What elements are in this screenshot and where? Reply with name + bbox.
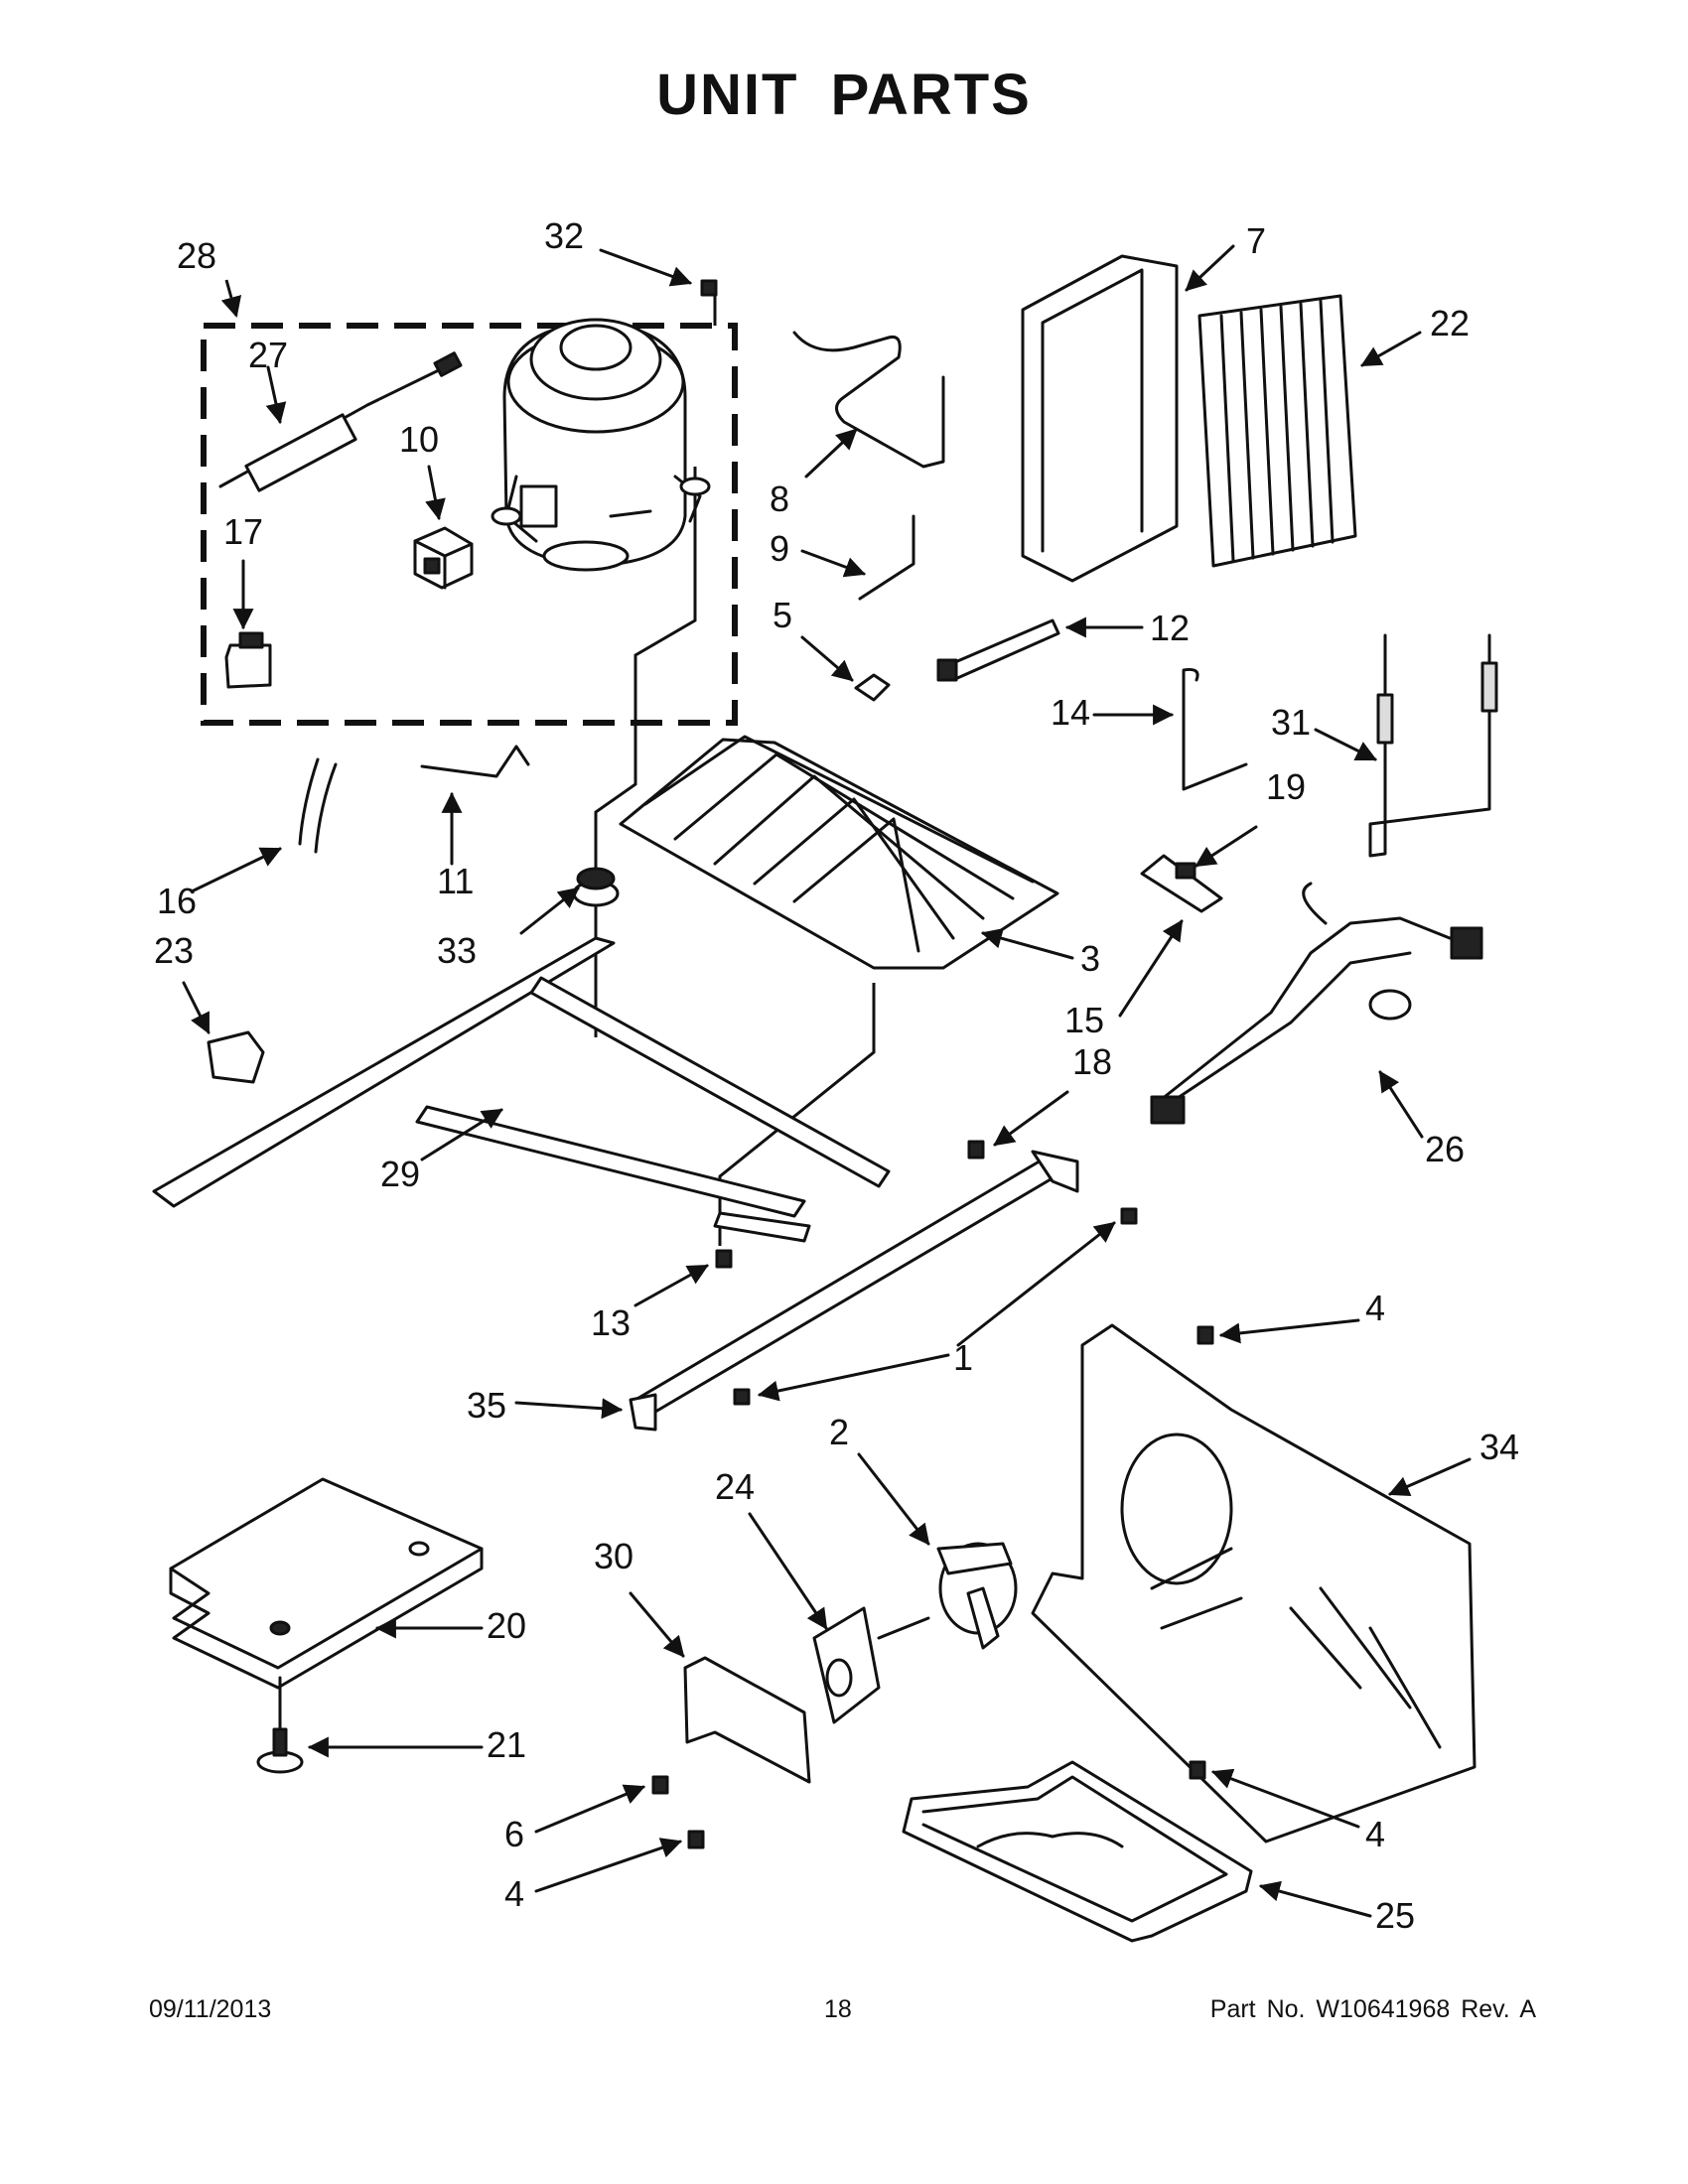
tube-9-part bbox=[800, 514, 915, 601]
footer-part-number: Part No. W10641968 Rev. A bbox=[1209, 1995, 1536, 2023]
motor-24-part bbox=[748, 1512, 930, 1724]
callout-8: 8 bbox=[770, 478, 789, 519]
callout-4-top: 4 bbox=[1365, 1288, 1385, 1328]
callout-34: 34 bbox=[1479, 1427, 1519, 1467]
callout-4-bottom-right: 4 bbox=[1365, 1814, 1385, 1854]
rail-1-part bbox=[514, 1150, 1138, 1432]
callout-14: 14 bbox=[1051, 692, 1090, 733]
screw-13-part bbox=[633, 1249, 733, 1307]
callout-2: 2 bbox=[829, 1412, 849, 1452]
callout-7: 7 bbox=[1246, 220, 1266, 261]
screw-21-part bbox=[256, 1676, 484, 1774]
callout-33: 33 bbox=[437, 930, 477, 971]
callout-6: 6 bbox=[504, 1814, 524, 1854]
tube-8-part bbox=[792, 331, 945, 478]
harness-26-part bbox=[1150, 882, 1483, 1139]
callout-30: 30 bbox=[594, 1536, 633, 1576]
screw-4-part bbox=[534, 1318, 1360, 1893]
callout-31: 31 bbox=[1271, 702, 1311, 743]
callout-5: 5 bbox=[773, 595, 792, 635]
relay-part bbox=[413, 465, 474, 590]
callout-20: 20 bbox=[487, 1605, 526, 1646]
tie-12-part bbox=[936, 616, 1144, 682]
tube-16-part bbox=[190, 757, 338, 893]
callout-10: 10 bbox=[399, 419, 439, 460]
callout-28: 28 bbox=[177, 235, 216, 276]
callout-15: 15 bbox=[1064, 1000, 1104, 1040]
bracket-15-part bbox=[1118, 825, 1258, 1018]
callout-11: 11 bbox=[437, 861, 474, 901]
callout-22: 22 bbox=[1430, 303, 1470, 343]
callout-35: 35 bbox=[467, 1385, 506, 1426]
compressor-part bbox=[491, 318, 711, 572]
bracket-30-part bbox=[629, 1591, 811, 1784]
callout-18: 18 bbox=[1072, 1041, 1112, 1082]
clip-5-part bbox=[800, 635, 891, 702]
grommet-33-part bbox=[519, 867, 620, 935]
screw-32-part bbox=[599, 248, 718, 297]
callout-3: 3 bbox=[1080, 938, 1100, 979]
callout-27: 27 bbox=[248, 335, 288, 375]
fan-blade-2-part bbox=[857, 1452, 1018, 1650]
callout-4-bottom-left: 4 bbox=[504, 1873, 524, 1914]
callout-25: 25 bbox=[1375, 1895, 1415, 1936]
callout-26: 26 bbox=[1425, 1129, 1465, 1169]
screw-18-part bbox=[967, 1090, 1069, 1160]
tube-31-part bbox=[1314, 633, 1498, 858]
plate-20-part bbox=[169, 1477, 484, 1690]
callout-24: 24 bbox=[715, 1466, 755, 1507]
overload-part bbox=[224, 559, 272, 689]
callout-32: 32 bbox=[544, 215, 584, 256]
shroud-34-part bbox=[1031, 1323, 1477, 1843]
bracket-23-part bbox=[182, 981, 265, 1084]
bracket-14-part bbox=[1092, 668, 1248, 791]
evaporator-22-part bbox=[1197, 294, 1422, 568]
footer-date: 09/11/2013 bbox=[149, 1995, 272, 2023]
callout-labels: 32 28 7 22 27 10 8 17 9 5 12 14 31 19 16… bbox=[154, 215, 1519, 1936]
condenser-3-part bbox=[619, 735, 1074, 970]
callout-13: 13 bbox=[591, 1302, 631, 1343]
drier-part bbox=[218, 351, 463, 492]
callout-19: 19 bbox=[1266, 766, 1306, 807]
drain-pan-25-part bbox=[902, 1760, 1372, 1943]
callout-23: 23 bbox=[154, 930, 194, 971]
callout-16: 16 bbox=[157, 881, 197, 921]
frame-29-part bbox=[152, 936, 891, 1243]
cover-7-part bbox=[1021, 244, 1235, 583]
callout-17: 17 bbox=[223, 511, 263, 552]
callout-12: 12 bbox=[1150, 608, 1190, 648]
screw-6-part bbox=[534, 1775, 669, 1834]
wire-11-part bbox=[420, 745, 530, 866]
footer-page-number: 18 bbox=[824, 1995, 852, 2023]
callout-21: 21 bbox=[487, 1724, 526, 1765]
assembly-connector-lines bbox=[594, 293, 876, 1246]
callout-29: 29 bbox=[380, 1154, 420, 1194]
callout-9: 9 bbox=[770, 528, 789, 569]
callout-1: 1 bbox=[953, 1337, 973, 1378]
page-title: UNIT PARTS bbox=[656, 63, 1032, 127]
